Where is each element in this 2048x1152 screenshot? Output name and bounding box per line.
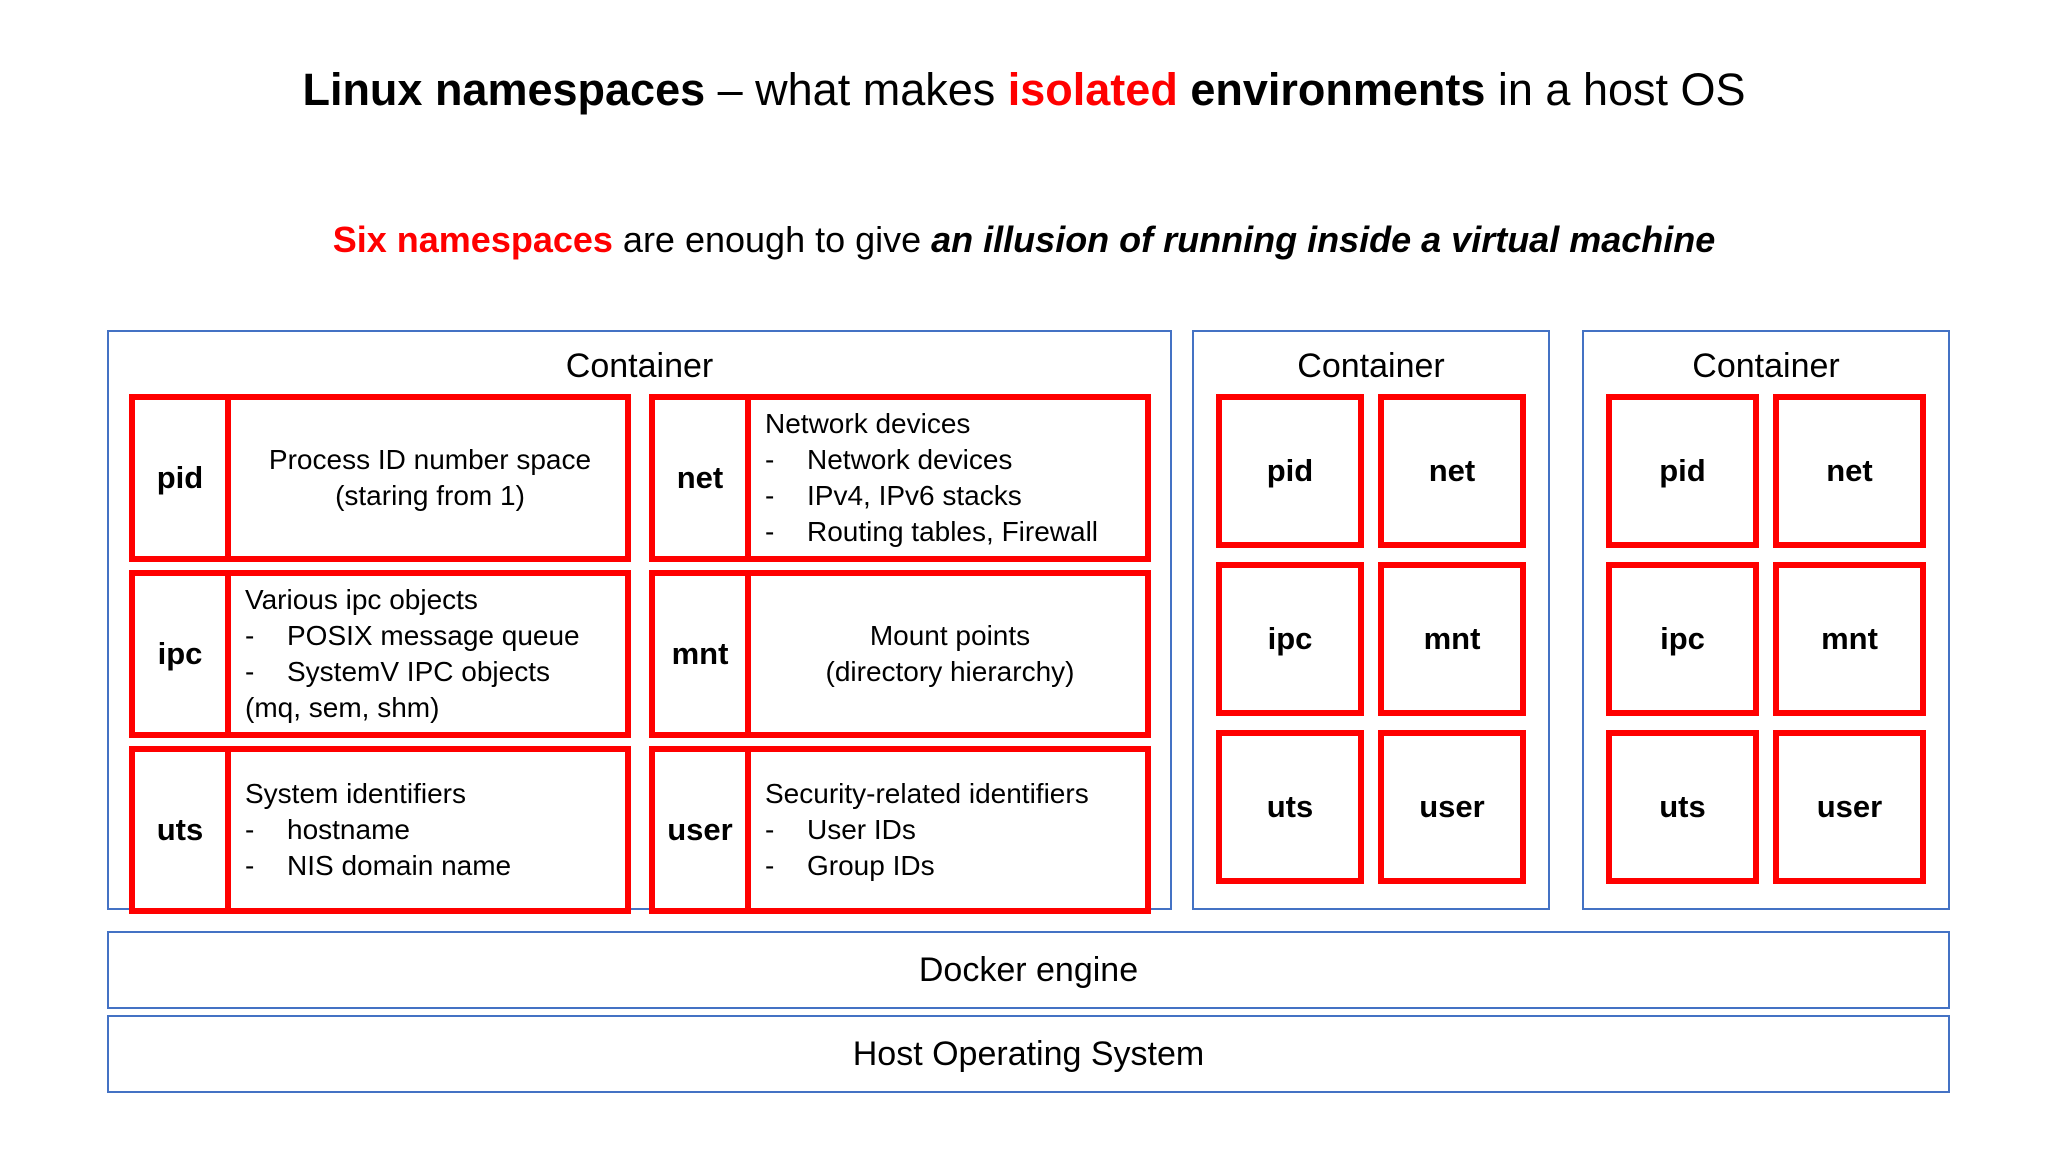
namespace-desc-heading: Various ipc objects [245, 584, 478, 615]
namespace-desc-net: Network devices - Network devices - IPv4, … [751, 394, 1151, 562]
host-os-layer: Host Operating System [107, 1015, 1950, 1093]
namespace-desc-line: Mount points [869, 620, 1031, 651]
namespace-tile-user[interactable]: user [1773, 730, 1926, 884]
namespace-box-net[interactable]: net Network devices - Network devices - IP… [649, 394, 1151, 562]
container-panel-2: Container pid net ipc mnt uts user [1192, 330, 1550, 910]
namespace-desc-heading: System identifiers [245, 778, 466, 809]
bullet-text: Network devices [807, 444, 1013, 475]
namespace-grid-2: pid net ipc mnt uts user [1216, 394, 1526, 884]
title-part-1: Linux namespaces [302, 64, 706, 115]
namespace-label-net: net [649, 394, 751, 562]
namespace-desc-uts: System identifiers - hostname - NIS domain… [231, 746, 631, 914]
container-panel-1: Container pid Process ID number space (s… [107, 330, 1172, 914]
title-part-2: – what makes [705, 64, 1008, 115]
namespace-tile-mnt[interactable]: mnt [1378, 562, 1526, 716]
bullet-dash: - [245, 814, 255, 845]
title-part-4: environments [1177, 64, 1486, 115]
bullet-dash: - [245, 850, 255, 881]
namespace-bullet-list: - hostname - NIS domain name [245, 812, 615, 884]
docker-engine-layer: Docker engine [107, 931, 1950, 1009]
namespace-grid-1: pid Process ID number space (staring fro… [129, 394, 1151, 914]
namespace-desc-heading: Security-related identifiers [765, 778, 1089, 809]
namespace-box-mnt[interactable]: mnt Mount points (directory hierarchy) [649, 570, 1151, 738]
namespace-desc-line: (directory hierarchy) [825, 656, 1075, 687]
namespace-box-pid[interactable]: pid Process ID number space (staring fro… [129, 394, 631, 562]
bullet-dash: - [765, 814, 775, 845]
namespace-box-user[interactable]: user Security-related identifiers - User … [649, 746, 1151, 914]
title-part-isolated: isolated [1007, 64, 1178, 115]
namespace-tile-ipc[interactable]: ipc [1216, 562, 1364, 716]
subtitle-part-2: are enough to give [612, 219, 932, 260]
title-part-5: in a host OS [1485, 64, 1746, 115]
namespace-desc-user: Security-related identifiers - User IDs -… [751, 746, 1151, 914]
list-item: - Group IDs [765, 848, 1135, 884]
container-title-2: Container [1297, 347, 1445, 385]
bullet-text: IPv4, IPv6 stacks [807, 480, 1022, 511]
page-title: Linux namespaces – what makes isolated e… [0, 62, 2048, 118]
list-item: - SystemV IPC objects [245, 654, 615, 690]
bullet-dash: - [245, 620, 255, 651]
subtitle-part-illusion: an illusion of running inside a virtual … [931, 219, 1716, 260]
namespace-tile-user[interactable]: user [1378, 730, 1526, 884]
subtitle-part-six-namespaces: Six namespaces [332, 219, 613, 260]
bullet-text: SystemV IPC objects [287, 656, 550, 687]
bullet-text: hostname [287, 814, 410, 845]
list-item: - hostname [245, 812, 615, 848]
page-subtitle: Six namespaces are enough to give an ill… [0, 218, 2048, 262]
list-item: - NIS domain name [245, 848, 615, 884]
namespace-label-ipc: ipc [129, 570, 231, 738]
namespace-tile-pid[interactable]: pid [1216, 394, 1364, 548]
container-title-3: Container [1692, 347, 1840, 385]
bullet-dash: - [765, 444, 775, 475]
list-item: - IPv4, IPv6 stacks [765, 478, 1135, 514]
namespace-grid-3: pid net ipc mnt uts user [1606, 394, 1926, 884]
namespace-row: ipc Various ipc objects - POSIX message q… [129, 570, 1151, 738]
namespace-row: pid Process ID number space (staring fro… [129, 394, 1151, 562]
namespace-desc-line: (staring from 1) [335, 480, 525, 511]
list-item: - POSIX message queue [245, 618, 615, 654]
namespace-label-pid: pid [129, 394, 231, 562]
namespace-tile-uts[interactable]: uts [1216, 730, 1364, 884]
bullet-text: NIS domain name [287, 850, 512, 881]
namespace-box-uts[interactable]: uts System identifiers - hostname - NIS do… [129, 746, 631, 914]
namespace-box-ipc[interactable]: ipc Various ipc objects - POSIX message q… [129, 570, 631, 738]
bullet-dash: - [765, 850, 775, 881]
namespace-tile-mnt[interactable]: mnt [1773, 562, 1926, 716]
bullet-text: Group IDs [807, 850, 935, 881]
namespace-bullet-list: - User IDs - Group IDs [765, 812, 1135, 884]
namespace-label-uts: uts [129, 746, 231, 914]
namespace-desc-heading: Network devices [765, 408, 971, 439]
namespace-tile-pid[interactable]: pid [1606, 394, 1759, 548]
bullet-dash: - [245, 656, 255, 687]
container-panel-3: Container pid net ipc mnt uts user [1582, 330, 1950, 910]
namespace-tile-uts[interactable]: uts [1606, 730, 1759, 884]
namespace-tile-net[interactable]: net [1378, 394, 1526, 548]
bullet-text: User IDs [807, 814, 916, 845]
namespace-bullet-list: - POSIX message queue - SystemV IPC object… [245, 618, 615, 690]
namespace-desc-ipc: Various ipc objects - POSIX message queue… [231, 570, 631, 738]
namespace-desc-mnt: Mount points (directory hierarchy) [751, 570, 1151, 738]
container-title-1: Container [565, 347, 714, 385]
namespace-label-mnt: mnt [649, 570, 751, 738]
bullet-dash: - [765, 480, 775, 511]
namespace-tile-ipc[interactable]: ipc [1606, 562, 1759, 716]
namespace-desc-pid: Process ID number space (staring from 1) [231, 394, 631, 562]
bullet-dash: - [765, 516, 775, 547]
list-item: - Network devices [765, 442, 1135, 478]
bullet-text: Routing tables, Firewall [807, 516, 1099, 547]
namespace-desc-line: Process ID number space [268, 444, 592, 475]
namespace-tile-net[interactable]: net [1773, 394, 1926, 548]
list-item: - User IDs [765, 812, 1135, 848]
namespace-label-user: user [649, 746, 751, 914]
bullet-text: POSIX message queue [287, 620, 580, 651]
namespace-bullet-list: - Network devices - IPv4, IPv6 stacks - Rou… [765, 442, 1135, 550]
namespace-desc-subnote: (mq, sem, shm) [245, 692, 440, 723]
list-item: - Routing tables, Firewall [765, 514, 1135, 550]
namespace-row: uts System identifiers - hostname - NIS do… [129, 746, 1151, 914]
